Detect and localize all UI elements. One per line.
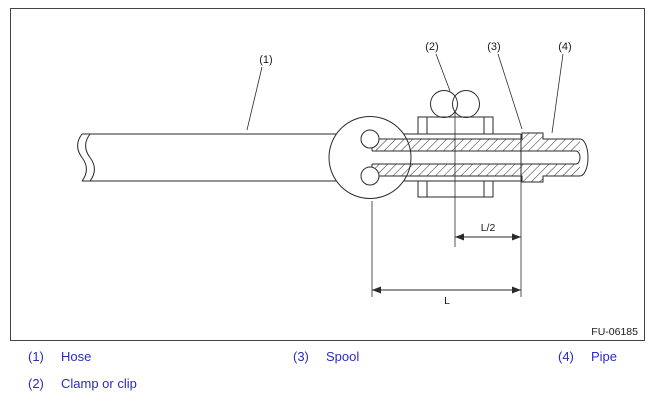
callout-1-label: (1) xyxy=(259,54,272,66)
clamp-band-bottom xyxy=(417,180,494,198)
spool-bead-bottom-hatch xyxy=(522,176,543,182)
dimension-label-l2: L/2 xyxy=(481,222,496,234)
callout-4-leader xyxy=(551,53,564,134)
callout-1-leader xyxy=(246,66,263,131)
callout-3-label: (3) xyxy=(487,41,500,53)
legend-label-pipe: Pipe xyxy=(591,349,618,364)
legend-label-hose: Hose xyxy=(61,349,92,364)
figure-id-label: FU-06185 xyxy=(591,326,638,338)
clip-loop-right xyxy=(452,90,480,118)
dimension-label-l: L xyxy=(444,295,450,307)
pipe-section xyxy=(371,132,589,183)
clamp-band-top xyxy=(417,116,494,135)
legend-label-spool: Spool xyxy=(326,349,360,364)
pipe-flare-circle-top xyxy=(360,129,380,149)
clip-loop-left xyxy=(430,90,458,118)
hose-break-line-outer xyxy=(77,133,87,182)
legend-item-clamp: (2) Clamp or clip xyxy=(28,376,137,391)
callout-2-leader xyxy=(435,53,451,92)
pipe-wall-bottom-hatch xyxy=(372,164,580,176)
dimensions xyxy=(371,181,522,297)
hose-break-line-inner xyxy=(85,133,95,182)
callout-3-leader xyxy=(497,53,523,130)
pipe-outer-bottom-line xyxy=(372,175,580,183)
hose-bulge xyxy=(328,116,412,199)
pipe-bore-end-cap xyxy=(575,150,581,165)
clamp-assembly xyxy=(417,90,494,247)
legend-label-clamp: Clamp or clip xyxy=(61,376,137,391)
l-arrow-right xyxy=(512,286,521,294)
legend-num-2: (2) xyxy=(28,376,44,391)
pipe-flare-circle-bottom xyxy=(360,166,380,186)
legend-item-spool: (3) Spool xyxy=(293,349,359,364)
pipe-end-cap xyxy=(579,138,589,177)
legend-item-pipe: (4) Pipe xyxy=(558,349,617,364)
legend-num-3: (3) xyxy=(293,349,309,364)
callout-2-label: (2) xyxy=(425,41,438,53)
l2-arrow-left xyxy=(455,233,464,241)
spool-bead-top-hatch xyxy=(522,133,543,139)
hose-bulge-circle xyxy=(328,116,412,199)
legend-item-hose: (1) Hose xyxy=(28,349,91,364)
legend-num-4: (4) xyxy=(558,349,574,364)
callout-4-label: (4) xyxy=(558,41,571,53)
callout-leaders xyxy=(246,53,564,134)
pipe-outer-top-line xyxy=(372,132,580,140)
l2-arrow-right xyxy=(512,233,521,241)
l-arrow-left xyxy=(372,286,381,294)
diagram-canvas: (1) (2) (3) (4) L/2 L FU-06185 xyxy=(10,8,645,341)
legend-num-1: (1) xyxy=(28,349,44,364)
pipe-wall-top-hatch xyxy=(372,139,580,151)
